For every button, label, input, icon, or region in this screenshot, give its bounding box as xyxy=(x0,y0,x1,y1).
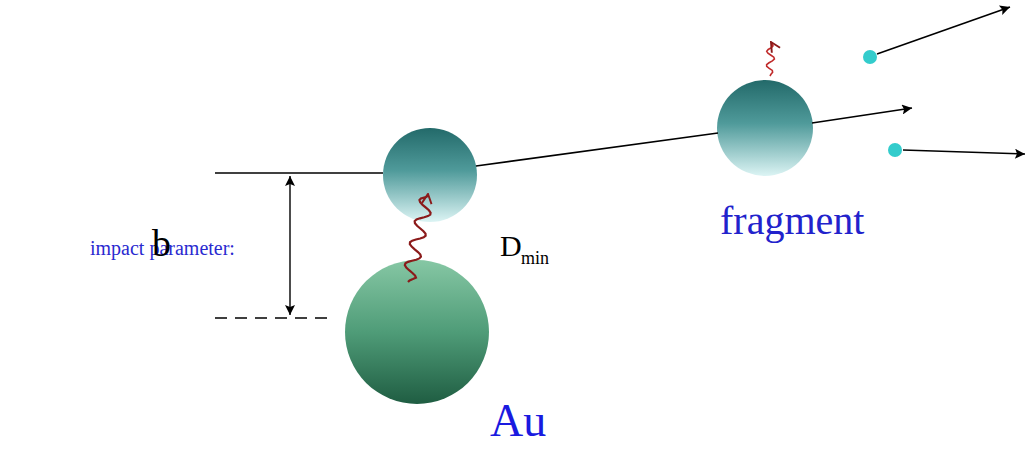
nucleon-dot xyxy=(888,143,902,157)
distance-symbol: D xyxy=(500,231,522,261)
projectile-nucleus xyxy=(383,128,477,222)
outgoing-trajectory xyxy=(812,108,912,123)
nucleus-circle xyxy=(345,260,489,404)
distance-subscript: min xyxy=(521,249,549,267)
nucleon-track xyxy=(903,150,1025,154)
nucleus-ball xyxy=(345,260,489,404)
impact-symbol: b xyxy=(152,224,171,262)
incoming-trajectory xyxy=(215,172,383,174)
photon xyxy=(405,194,431,282)
dashed-reference xyxy=(215,317,330,319)
photon xyxy=(767,42,775,76)
fragment-nucleus: fragment xyxy=(717,80,813,176)
impact-arrow xyxy=(289,176,290,315)
nucleus-label: Au xyxy=(490,398,546,444)
gold-nucleus: Au xyxy=(345,260,489,404)
trajectory xyxy=(476,133,718,166)
nucleus-label: fragment xyxy=(720,201,864,241)
nucleus-ball xyxy=(717,80,813,176)
nucleus-circle xyxy=(717,80,813,176)
nucleon-dot xyxy=(863,50,877,64)
nucleon-track xyxy=(877,7,1010,54)
